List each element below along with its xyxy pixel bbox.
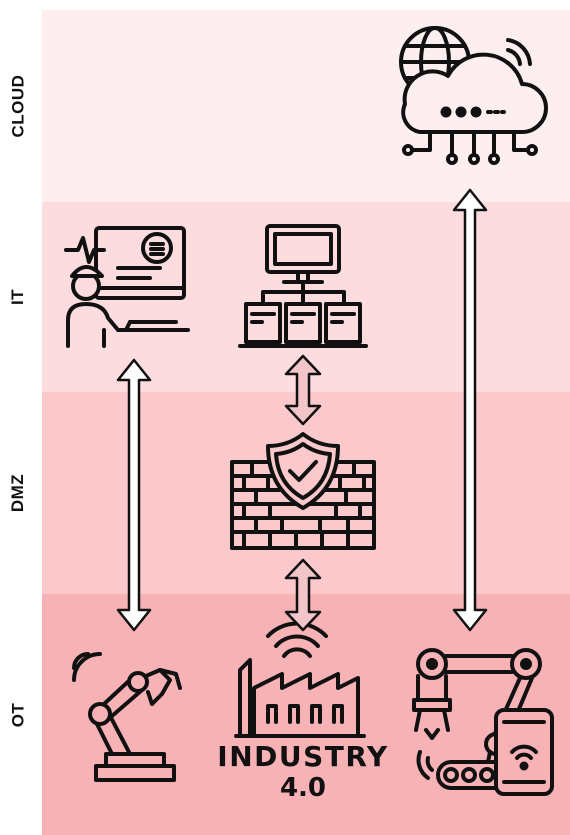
automation-arm-conveyor-phone-icon: [412, 648, 554, 796]
industry-badge-line2: 4.0: [280, 773, 326, 803]
dmz-ot-connection-arrow: [284, 558, 322, 632]
robotic-arm-icon: [72, 652, 182, 782]
firewall-shield-icon: [230, 432, 376, 550]
it-dmz-connection-arrow: [284, 354, 322, 426]
cloud-ot-connection-arrow: [452, 188, 488, 632]
it-ot-connection-arrow: [116, 358, 152, 632]
operator-at-workstation-icon: [64, 226, 190, 348]
factory-industry-icon: [234, 621, 366, 738]
cloud-globe-network-icon: [399, 26, 548, 165]
industry-badge-line1: INDUSTRY: [217, 740, 388, 773]
computer-network-servers-icon: [238, 224, 368, 348]
